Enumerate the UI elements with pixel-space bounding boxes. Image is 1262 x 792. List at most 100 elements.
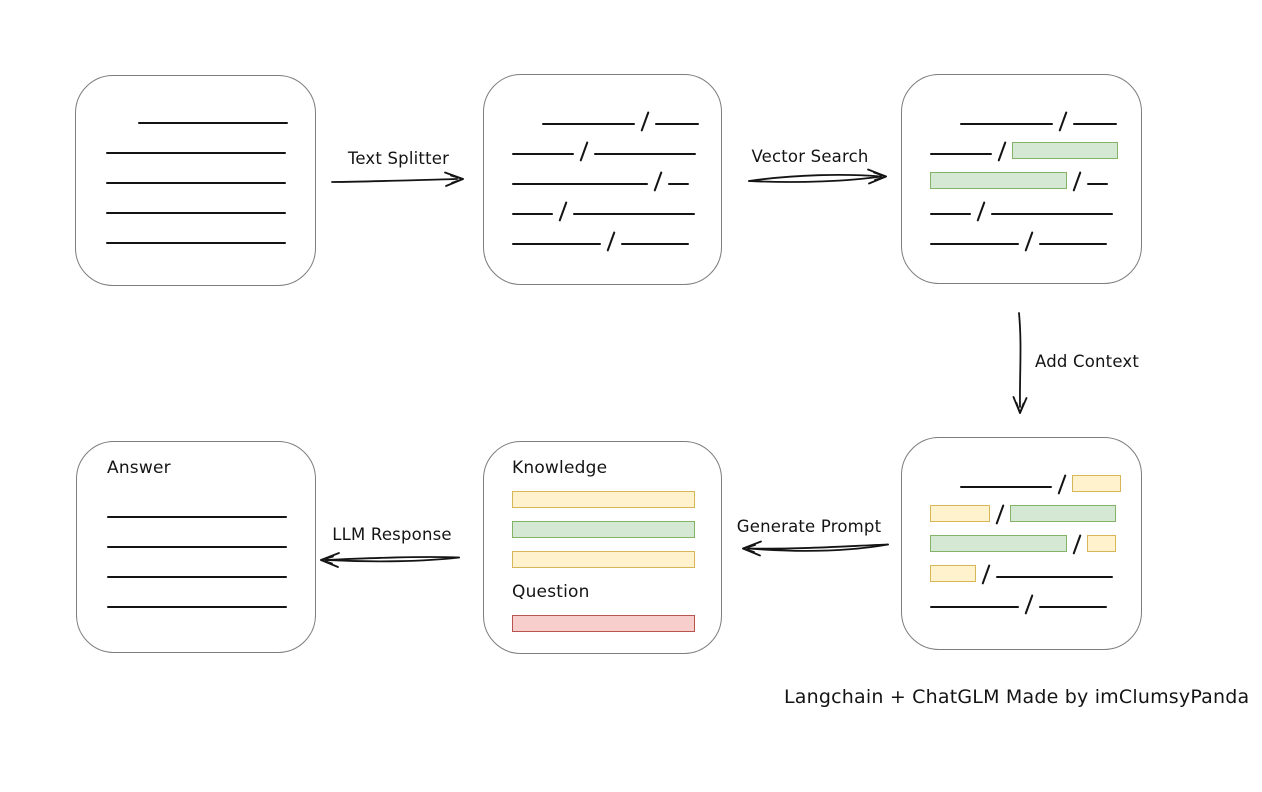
text-row	[512, 221, 721, 252]
vector-search-label: Vector Search	[751, 147, 869, 166]
green-highlight-rect	[930, 172, 1067, 189]
answer-content: Answer	[77, 442, 315, 614]
text-line	[1039, 605, 1108, 608]
red-highlight-rect	[512, 615, 695, 632]
text-line	[542, 122, 635, 125]
text-line	[107, 575, 287, 578]
indent-gap	[512, 130, 542, 131]
text-row	[107, 524, 315, 554]
slash-separator	[976, 201, 986, 222]
text-row	[106, 100, 315, 130]
prompt-content: Knowledge Question	[484, 442, 721, 634]
slash-separator	[579, 141, 589, 162]
text-line	[996, 575, 1114, 578]
generate-prompt-arrow	[742, 540, 889, 557]
answer-lines	[107, 494, 315, 614]
text-line	[512, 212, 553, 215]
text-row	[512, 161, 721, 192]
text-row	[106, 160, 315, 190]
yellow-highlight-rect	[512, 491, 695, 508]
text-line	[960, 485, 1052, 488]
llm-response-arrow	[320, 552, 460, 568]
credit-caption: Langchain + ChatGLM Made by imClumsyPand…	[784, 686, 1250, 708]
text-row	[512, 191, 721, 222]
text-row	[930, 191, 1141, 222]
text-splitter-arrow	[331, 171, 464, 187]
slash-separator	[558, 201, 568, 222]
slash-separator	[1072, 534, 1082, 555]
text-line	[138, 121, 288, 124]
green-highlight-rect	[1010, 505, 1117, 522]
text-row	[512, 604, 721, 634]
text-row	[512, 131, 721, 162]
text-row	[930, 524, 1141, 555]
text-row	[930, 464, 1141, 495]
text-row	[930, 494, 1141, 525]
text-line	[930, 605, 1019, 608]
text-row	[930, 161, 1141, 192]
text-line	[107, 545, 287, 548]
text-line	[960, 122, 1053, 125]
yellow-highlight-rect	[930, 565, 976, 582]
text-row	[930, 101, 1141, 132]
text-row	[512, 480, 721, 510]
yellow-highlight-rect	[1072, 475, 1122, 492]
text-line	[594, 152, 697, 155]
text-row	[930, 554, 1141, 585]
text-chunks-box	[483, 74, 722, 285]
document-lines	[76, 76, 315, 250]
green-highlight-rect	[930, 535, 1067, 552]
slash-separator	[640, 111, 650, 132]
text-line	[106, 241, 286, 244]
text-row	[106, 220, 315, 250]
green-highlight-rect	[1012, 142, 1119, 159]
text-row	[107, 584, 315, 614]
prompt-box: Knowledge Question	[483, 441, 722, 654]
question-bar	[512, 604, 721, 634]
text-line	[106, 151, 286, 154]
search-result-lines	[902, 75, 1141, 252]
text-row	[107, 554, 315, 584]
text-row	[512, 540, 721, 570]
indent-gap	[106, 129, 138, 130]
chunk-lines	[484, 75, 721, 252]
text-line	[1087, 182, 1109, 185]
text-row	[512, 101, 721, 132]
text-row	[107, 494, 315, 524]
text-line	[512, 242, 601, 245]
text-row	[106, 190, 315, 220]
text-line	[106, 181, 286, 184]
text-row	[106, 130, 315, 160]
knowledge-bars	[512, 480, 721, 570]
green-highlight-rect	[512, 521, 695, 538]
slash-separator	[1024, 594, 1034, 615]
text-line	[668, 182, 690, 185]
text-line	[512, 152, 574, 155]
text-splitter-label: Text Splitter	[347, 149, 450, 168]
text-line	[930, 212, 971, 215]
text-line	[107, 605, 287, 608]
text-line	[930, 152, 992, 155]
yellow-highlight-rect	[512, 551, 695, 568]
yellow-highlight-rect	[930, 505, 990, 522]
text-row	[930, 221, 1141, 252]
text-line	[512, 182, 648, 185]
answer-box: Answer	[76, 441, 316, 653]
add-context-arrow	[1012, 312, 1028, 414]
text-row	[930, 131, 1141, 162]
text-line	[106, 211, 286, 214]
slash-separator	[981, 564, 991, 585]
context-lines	[902, 438, 1141, 615]
slash-separator	[653, 171, 663, 192]
document-box	[75, 75, 316, 286]
slash-separator	[997, 141, 1007, 162]
text-line	[655, 122, 700, 125]
indent-gap	[930, 130, 960, 131]
knowledge-label: Knowledge	[512, 458, 608, 478]
indent-gap	[930, 493, 960, 494]
text-line	[573, 212, 696, 215]
vector-search-arrow	[748, 168, 887, 185]
add-context-label: Add Context	[1035, 352, 1140, 371]
slash-separator	[1057, 474, 1067, 495]
